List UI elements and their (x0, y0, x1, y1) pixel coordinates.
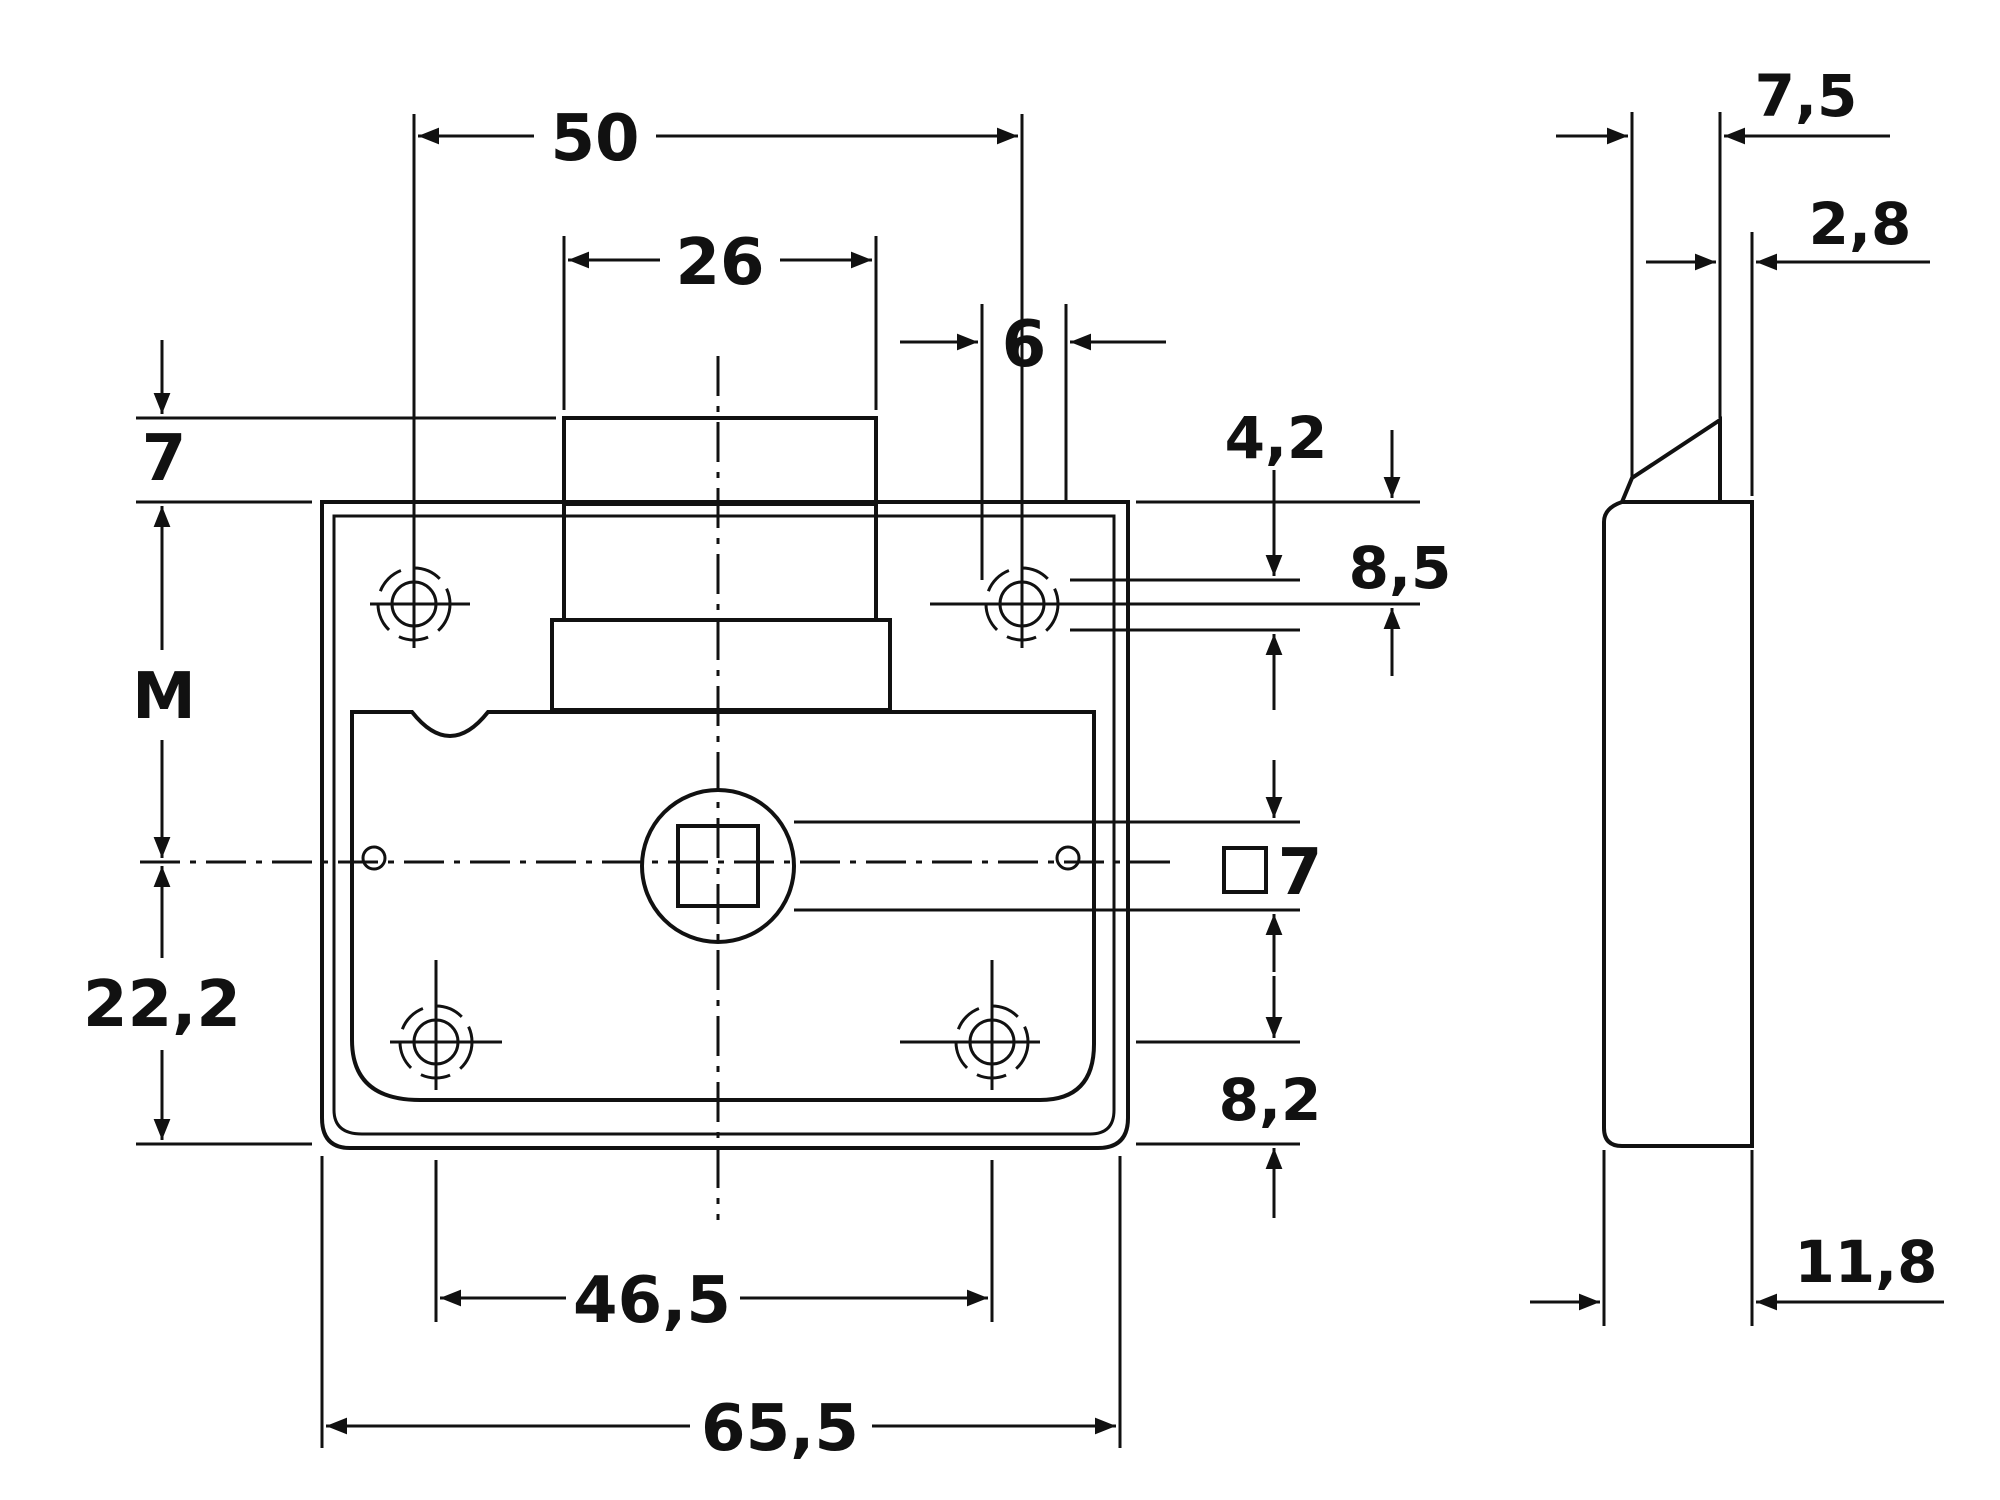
front-dimensions: 50 26 6 7 M 22,2 4,2 (83, 102, 1451, 1466)
pin-right (1055, 845, 1081, 871)
side-dimensions: 7,5 2,8 11,8 (1530, 62, 1944, 1326)
dim-M-label: M (132, 660, 196, 734)
bolt-top (562, 416, 878, 506)
screw-hole-bottom-left (390, 960, 502, 1090)
dim-11-8-label: 11,8 (1794, 1228, 1937, 1296)
screw-hole-top-left (370, 560, 470, 648)
dim-8-5-label: 8,5 (1349, 534, 1452, 602)
key-hole-ring (640, 788, 796, 944)
front-view (140, 356, 1180, 1220)
bolt-body (562, 502, 878, 622)
dim-2-8-label: 2,8 (1809, 190, 1912, 258)
dim-65-5-label: 65,5 (701, 1392, 859, 1466)
cover-plate (350, 710, 1096, 1102)
bolt-base (550, 618, 892, 712)
dim-7-5-label: 7,5 (1755, 62, 1858, 130)
dim-8-2-label: 8,2 (1219, 1066, 1322, 1134)
dim-4-2-label: 4,2 (1225, 404, 1328, 472)
dim-22-2-label: 22,2 (83, 968, 241, 1042)
dim-6-label: 6 (1002, 308, 1047, 382)
dim-50-label: 50 (550, 102, 639, 176)
screw-hole-bottom-right (900, 960, 1040, 1090)
pin-left (361, 845, 387, 871)
screw-hole-top-right (930, 560, 1070, 648)
dim-26-label: 26 (675, 226, 764, 300)
dim-square-7-label: 7 (1278, 836, 1323, 910)
dim-46-5-label: 46,5 (573, 1264, 731, 1338)
side-bolt-latch (1620, 416, 1722, 503)
lock-body-inner (332, 514, 1116, 1136)
square-key-hole (676, 824, 760, 908)
lock-body-outline (320, 500, 1130, 1150)
side-view (1602, 416, 1754, 1148)
square-symbol (1222, 846, 1268, 894)
side-body-outline (1602, 500, 1754, 1148)
dim-7-label: 7 (142, 422, 187, 496)
